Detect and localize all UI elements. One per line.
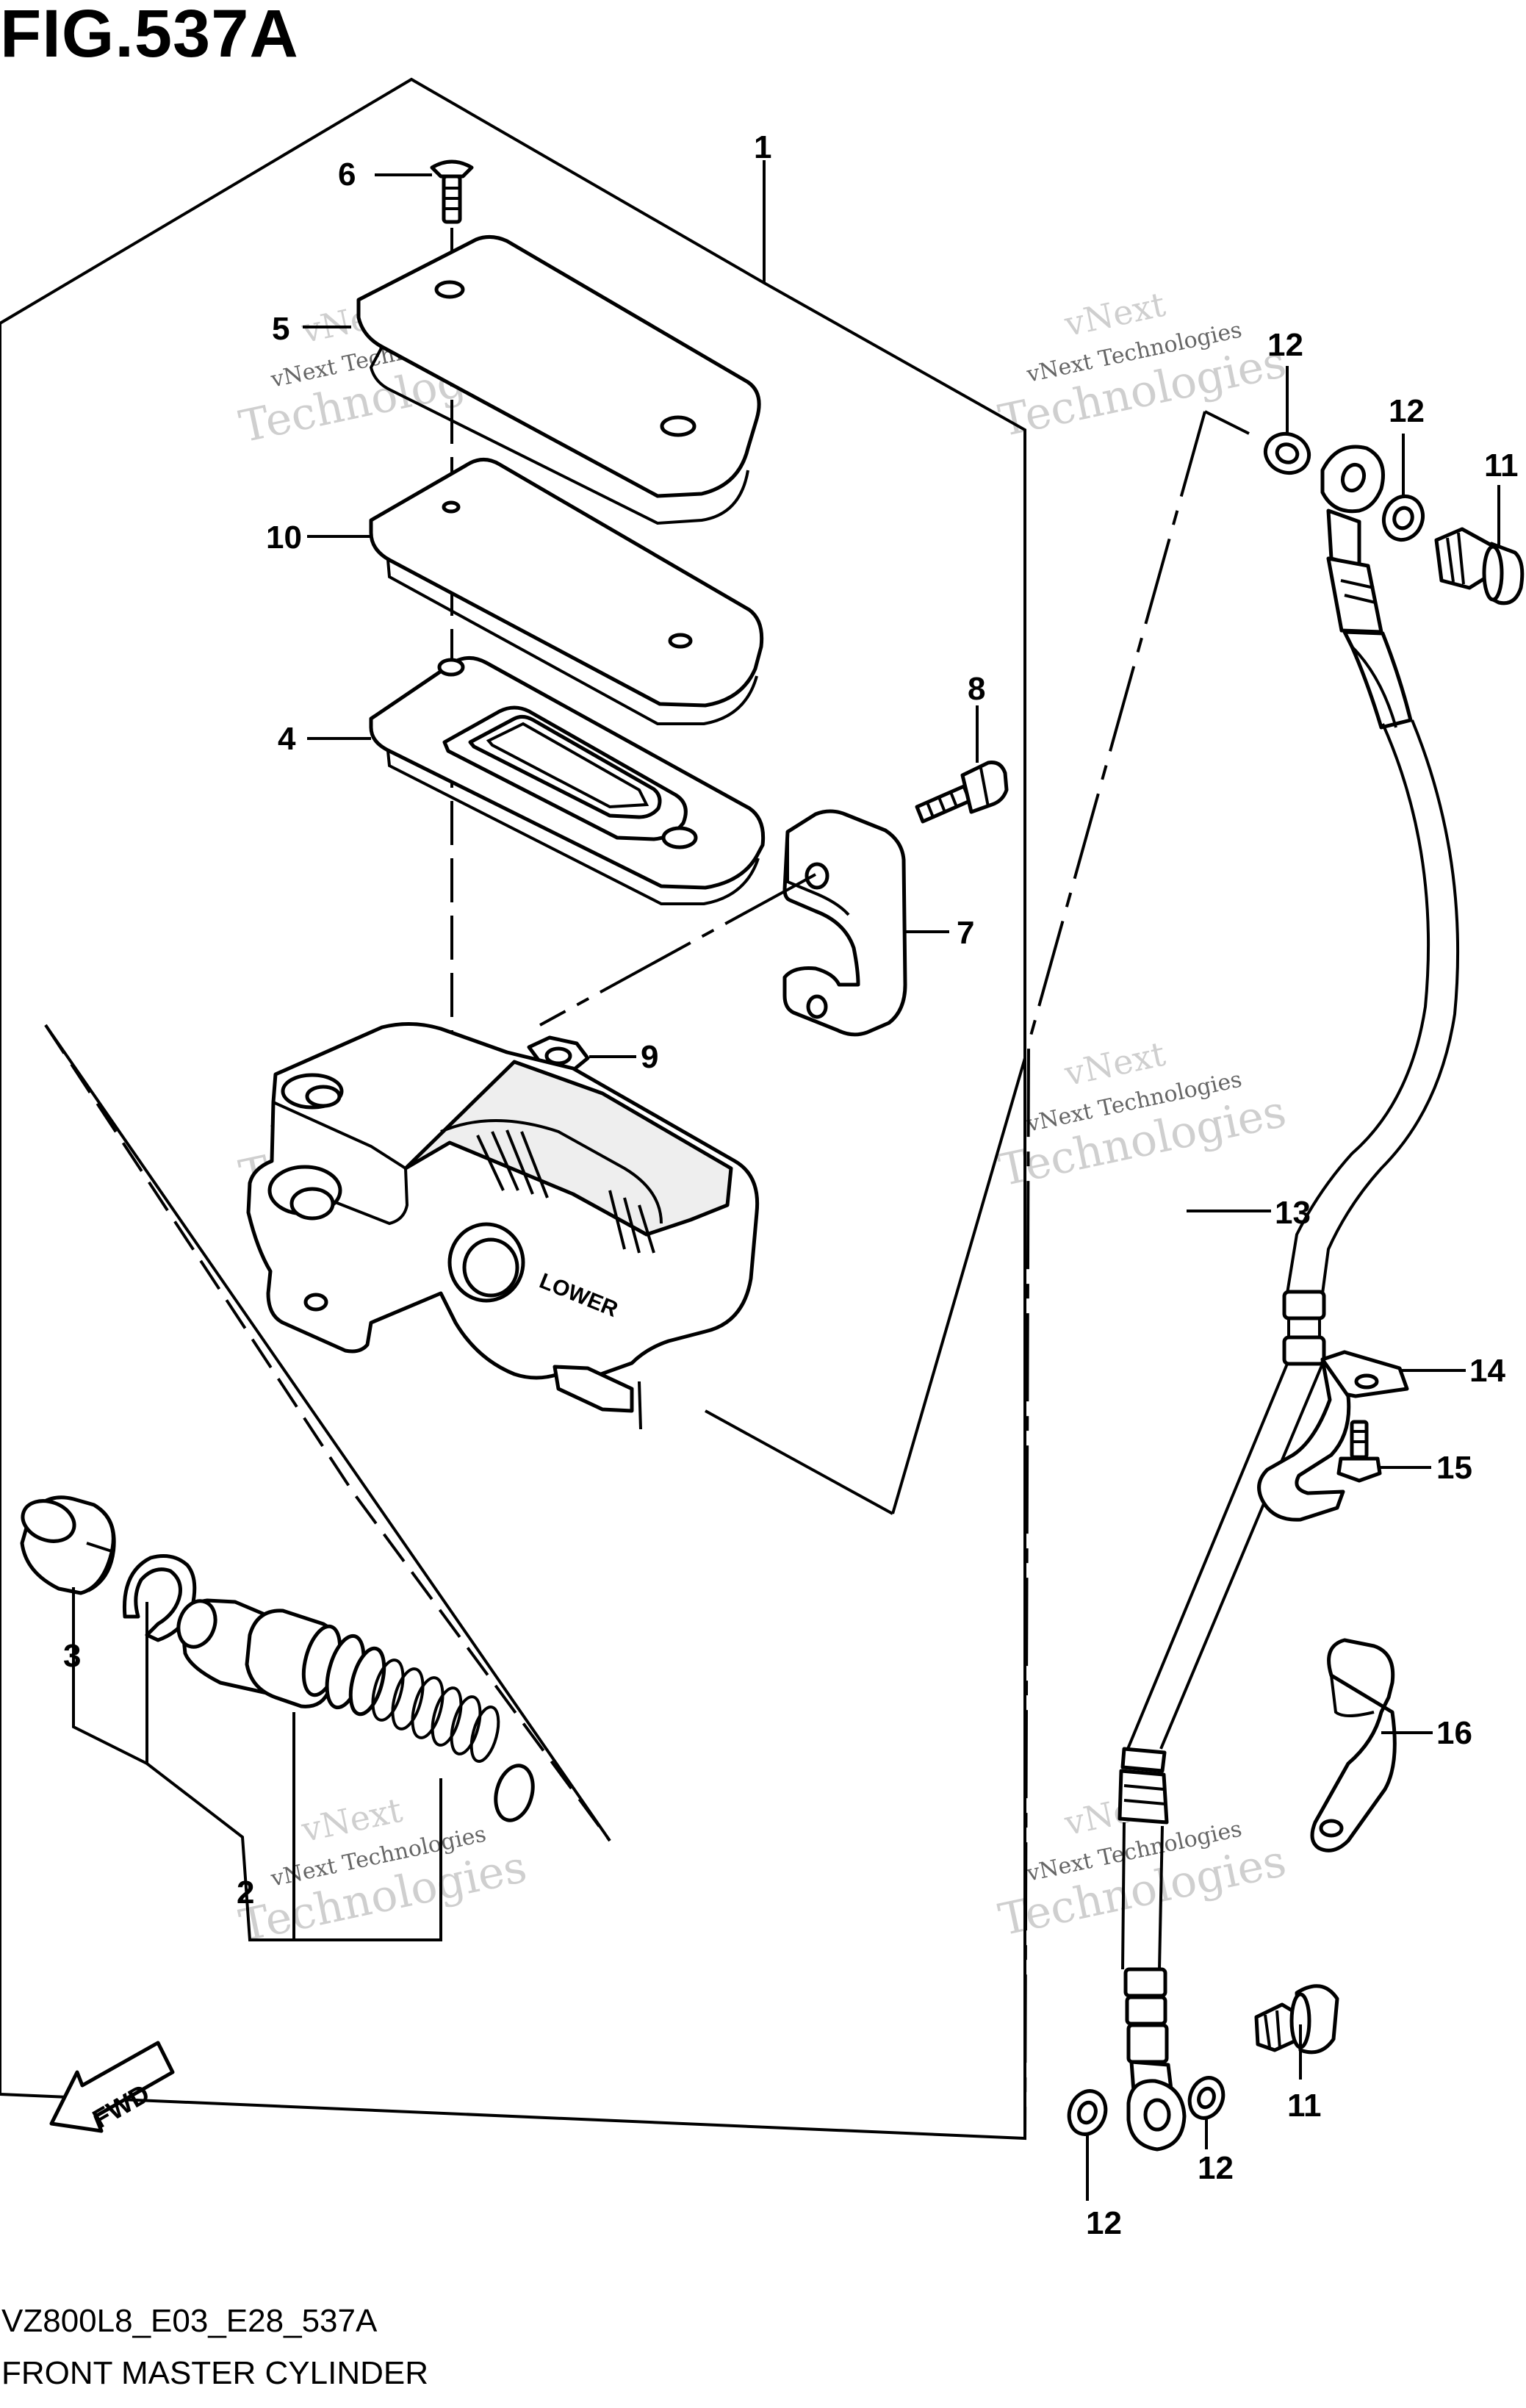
hose-bracket-part-14 (1257, 1350, 1409, 1522)
figure-caption: FRONT MASTER CYLINDER (1, 2355, 429, 2391)
callout-2: 2 (237, 1875, 254, 1911)
callout-bracket-2-3 (72, 1587, 442, 1941)
callout-13: 13 (1275, 1195, 1311, 1231)
piston-assembly (176, 1598, 535, 1822)
hose-group-frame (1023, 411, 1206, 2139)
callout-1: 1 (754, 129, 771, 165)
callout-12-bottom-2: 12 (1086, 2205, 1122, 2241)
hose-group-line (1204, 410, 1250, 435)
callout-5: 5 (272, 311, 289, 347)
callout-12-top-2: 12 (1389, 393, 1425, 429)
washer-part-12-top-2 (1382, 494, 1425, 542)
callout-3: 3 (63, 1638, 81, 1674)
reservoir-cap-part-5 (356, 235, 761, 525)
dust-boot-part-3 (20, 1495, 116, 1595)
callout-9: 9 (641, 1039, 658, 1075)
diaphragm-gasket-part-4 (369, 656, 766, 905)
callout-16: 16 (1436, 1715, 1472, 1751)
callout-10: 10 (266, 520, 302, 556)
master-cylinder-body: LOWER (246, 1022, 760, 1430)
callout-4: 4 (278, 721, 296, 757)
callout-12-bottom-1: 12 (1198, 2150, 1234, 2186)
assembly-inner-outline (44, 1024, 611, 1842)
washer-part-12-top-1 (1263, 432, 1311, 475)
assembly-inner-line (891, 1057, 1026, 1514)
clamp-bolt-part-8 (915, 761, 1009, 824)
leader-lines (303, 160, 1500, 2201)
banjo-bolt-part-11-bottom (1254, 1984, 1339, 2055)
banjo-bolt-part-11-top (1434, 527, 1525, 605)
watermark-group-2: vNext vNext Technologies Technologies (994, 284, 1290, 448)
brake-hose-part-13 (1117, 445, 1460, 2152)
reservoir-ribbing (476, 1129, 655, 1254)
watermark-group-5: vNext vNext Technologies Technologies (235, 1790, 531, 1952)
callout-11-bottom: 11 (1287, 2088, 1322, 2124)
callout-labels: 1 6 5 10 4 8 7 9 3 2 12 12 11 13 14 15 1… (63, 129, 1519, 2241)
fwd-arrow-icon: FWD (49, 2041, 175, 2134)
screw-part-6 (430, 159, 474, 224)
washer-part-12-bottom-1 (1187, 2076, 1226, 2120)
assembly-inner-line (44, 1024, 611, 1842)
callout-6: 6 (338, 157, 356, 193)
washer-part-12-bottom-2 (1067, 2089, 1108, 2136)
callout-12-top-1: 12 (1267, 327, 1303, 363)
hose-clamp-part-16 (1310, 1638, 1397, 1852)
circlip (122, 1554, 197, 1642)
callout-7: 7 (957, 915, 974, 951)
callout-14: 14 (1469, 1353, 1505, 1389)
figure-code: VZ800L8_E03_E28_537A (1, 2303, 378, 2339)
bolt-axis-line (539, 873, 816, 1027)
callout-11-top: 11 (1484, 448, 1519, 484)
diaphragm-plate-part-10 (369, 458, 764, 725)
assembly-inner-line (705, 1409, 893, 1515)
callout-15: 15 (1436, 1450, 1472, 1486)
assembly-frame (0, 77, 1026, 2141)
bolt-part-15 (1336, 1420, 1382, 1483)
figure-title: FIG.537A (0, 0, 299, 71)
clamp-part-7 (782, 809, 907, 1037)
callout-8: 8 (968, 671, 985, 707)
